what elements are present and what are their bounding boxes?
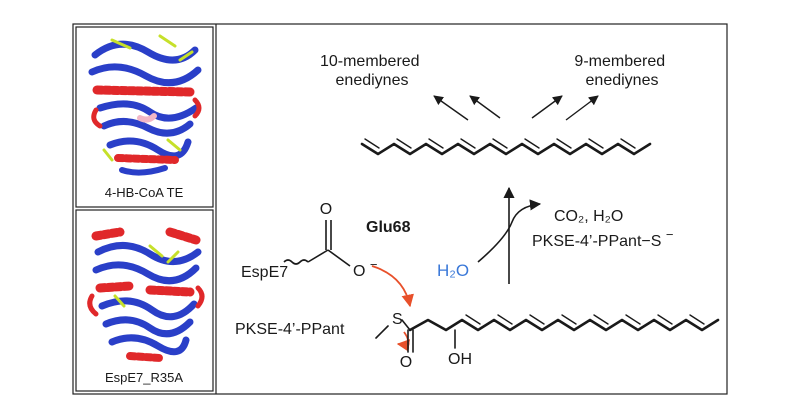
glu68-label: Glu68 (366, 219, 411, 236)
bottom-protein-label: EspE7_R35A (105, 370, 183, 385)
electron-push-arrows (371, 265, 414, 352)
product-arrows (433, 95, 599, 121)
product-9-line2: enediynes (586, 72, 659, 89)
product-9-membered-label: 9-membered enediynes (574, 53, 669, 89)
product-10-line2: enediynes (336, 72, 409, 89)
substrate-chain (375, 314, 720, 353)
outer-frame (72, 23, 728, 395)
reaction-arrow (477, 186, 542, 284)
glu68-bonds (283, 220, 351, 267)
product-10-line1: 10-membered (320, 53, 420, 70)
acyl-oxygen: O (400, 354, 412, 371)
top-protein-label: 4-HB-CoA TE (105, 185, 184, 200)
thioester-carrier-label: PKSE-4’-PPant (235, 321, 345, 338)
product-10-membered-label: 10-membered enediynes (320, 53, 424, 89)
byproduct-charge: − (666, 227, 674, 242)
carbonyl-oxygen: O (320, 201, 332, 218)
protein-structure-top (88, 34, 202, 176)
carboxylate-o-text: O (353, 263, 365, 280)
byproducts-co2-h2o: CO₂, H₂O (554, 208, 623, 225)
hydroxyl-group: OH (448, 351, 472, 368)
carboxylate-charge: − (370, 257, 378, 272)
sulfur-atom: S (392, 311, 403, 328)
water-label: H₂O (437, 261, 469, 280)
byproduct-ppant-text: PKSE-4’-PPant−S (532, 233, 661, 250)
espe7-label: EspE7 (241, 264, 288, 281)
carboxylate-oxygen: O − (353, 257, 378, 280)
byproduct-ppant-thiolate: PKSE-4’-PPant−S − (532, 227, 673, 250)
product-9-line1: 9-membered (574, 53, 665, 70)
polyene-intermediate (360, 138, 652, 156)
protein-structure-bottom (87, 227, 205, 362)
